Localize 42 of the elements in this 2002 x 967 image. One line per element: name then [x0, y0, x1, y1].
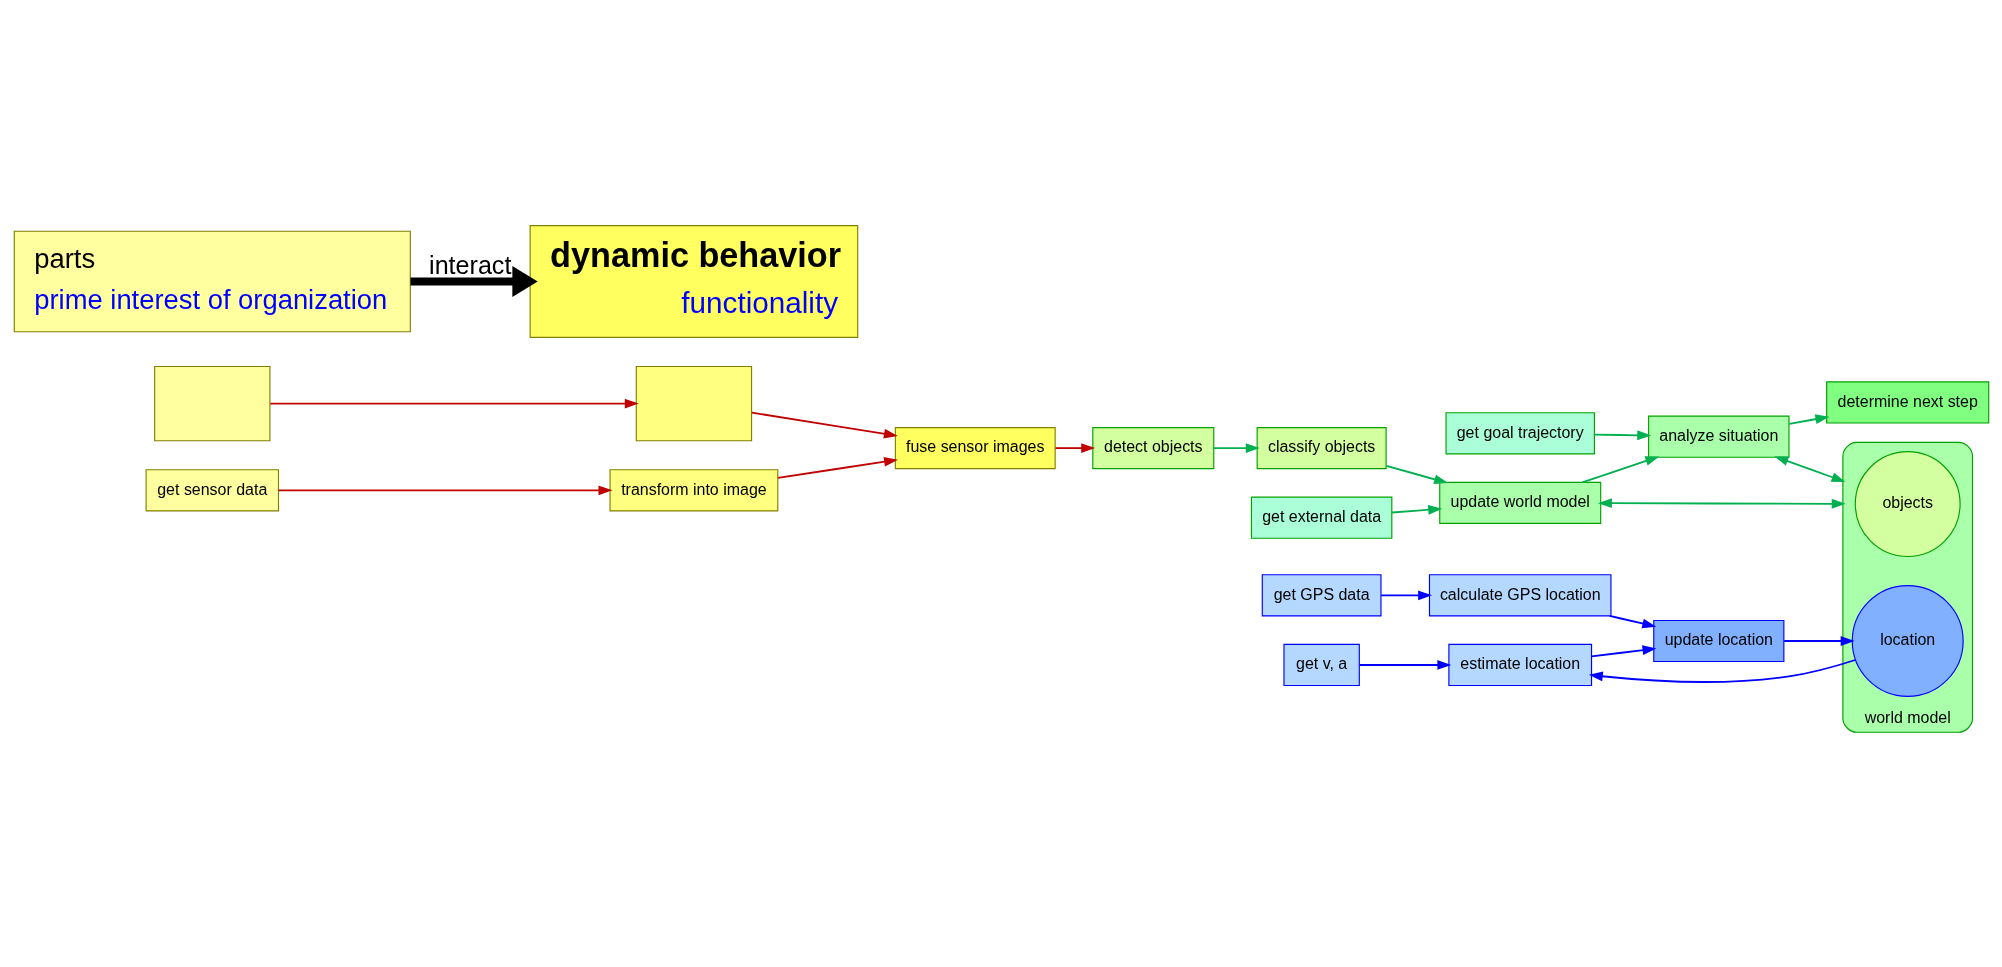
node-box: estimate location: [1447, 643, 1592, 687]
arrow: [1379, 590, 1432, 601]
arrow: [410, 265, 538, 297]
node-box: fuse sensor images: [894, 427, 1056, 470]
node-box: update location: [1652, 619, 1784, 663]
arrow: [1788, 414, 1829, 425]
node-circle: location: [1851, 585, 1964, 697]
arrow: [1358, 660, 1451, 670]
node-box: get external data: [1250, 496, 1392, 539]
arrow: [1212, 443, 1260, 453]
node-box: [153, 365, 270, 442]
arrow: [1590, 645, 1656, 658]
node-box: classify objects: [1256, 427, 1387, 470]
node-box: update world model: [1438, 481, 1601, 525]
arrow: [750, 411, 898, 439]
arrow: [1773, 456, 1845, 482]
arrow: [1608, 615, 1656, 629]
arrow: [1390, 504, 1442, 515]
node-box: get GPS data: [1261, 574, 1382, 617]
node-box: get sensor data: [145, 469, 279, 512]
arrow: [1782, 636, 1855, 646]
arrow: [1054, 443, 1095, 453]
node-box: get goal trajectory: [1444, 412, 1595, 455]
arrow: [1385, 465, 1448, 485]
node-box: transform into image: [608, 469, 778, 512]
arrow: [1597, 498, 1846, 509]
node-box: analyze situation: [1647, 415, 1790, 458]
node-box: parts prime interest of organization: [13, 230, 411, 333]
node-circle: objects: [1854, 451, 1961, 558]
node-box: [635, 365, 752, 442]
node-box: dynamic behavior functionality: [529, 225, 858, 338]
arrow: [1588, 659, 1856, 683]
arrow: [1581, 456, 1659, 484]
node-box: calculate GPS location: [1428, 574, 1612, 617]
node-box: get v, a: [1282, 643, 1360, 687]
arrow: [268, 398, 639, 409]
arrow: [1593, 430, 1651, 441]
node-box: determine next step: [1825, 381, 1989, 424]
node-box: detect objects: [1091, 427, 1214, 470]
arrow: [277, 485, 612, 496]
arrow: [776, 456, 898, 479]
edge-label: interact: [428, 251, 511, 280]
